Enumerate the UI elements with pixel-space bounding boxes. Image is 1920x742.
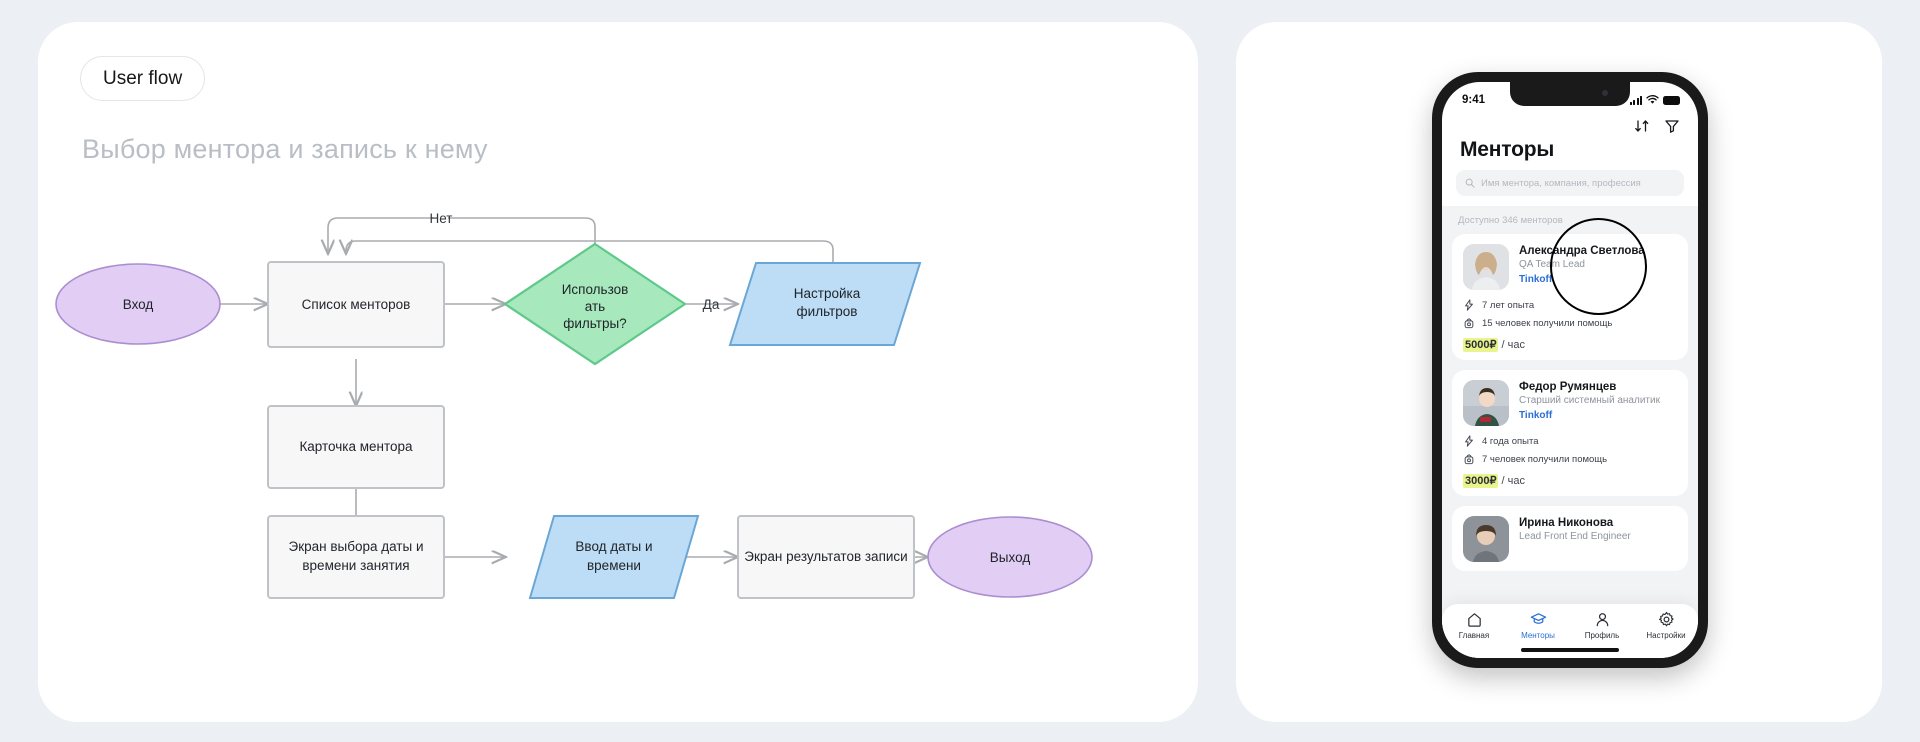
avatar xyxy=(1463,244,1509,290)
graduation-cap-icon xyxy=(1530,613,1546,624)
flow-node-filter-setup: Настройка фильтров xyxy=(728,262,922,346)
tab-home-label: Главная xyxy=(1458,631,1490,640)
lightning-icon xyxy=(1465,435,1473,447)
helped-icon xyxy=(1464,318,1474,329)
tab-home[interactable]: Главная xyxy=(1444,611,1504,640)
mentor-meta: 4 года опыта 7 человек получили помощь xyxy=(1463,435,1677,465)
tab-mentors[interactable]: Менторы xyxy=(1508,611,1568,640)
tab-settings[interactable]: Настройки xyxy=(1636,611,1696,640)
user-flow-panel: User flow Выбор ментора и запись к нему xyxy=(38,22,1198,722)
cellular-signal-icon xyxy=(1629,95,1642,105)
search-input[interactable]: Имя ментора, компания, профессия xyxy=(1456,170,1684,196)
flow-node-use-filters-line2: ать xyxy=(585,299,605,314)
cursor-highlight-ring xyxy=(1550,218,1647,315)
mentor-card-header: Ирина Никонова Lead Front End Engineer xyxy=(1463,516,1677,562)
home-indicator xyxy=(1521,648,1619,652)
home-icon xyxy=(1467,613,1481,627)
flow-node-filter-setup-line1: Настройка xyxy=(794,286,861,301)
tab-mentors-label: Менторы xyxy=(1521,631,1555,640)
status-icons xyxy=(1629,95,1680,105)
mentor-role: Lead Front End Engineer xyxy=(1519,531,1631,542)
filter-icon[interactable] xyxy=(1664,118,1680,134)
front-camera-icon xyxy=(1602,90,1608,96)
mentor-card-header: Федор Румянцев Старший системный аналити… xyxy=(1463,380,1677,426)
search-placeholder: Имя ментора, компания, профессия xyxy=(1481,177,1641,189)
tab-profile-label: Профиль xyxy=(1584,631,1620,640)
flow-node-end-label: Выход xyxy=(990,550,1031,565)
flow-node-mentor-card-label: Карточка ментора xyxy=(299,439,413,454)
mentor-helped-row: 7 человек получили помощь xyxy=(1463,453,1677,465)
flow-node-mentor-list-label: Список менторов xyxy=(302,297,411,312)
person-icon xyxy=(1596,613,1608,627)
battery-icon xyxy=(1663,95,1680,105)
user-flow-chip[interactable]: User flow xyxy=(80,56,206,101)
flow-node-filter-setup-line2: фильтров xyxy=(797,304,858,319)
mentor-helped: 7 человек получили помощь xyxy=(1482,453,1608,465)
flow-node-use-filters-line3: фильтры? xyxy=(563,316,626,331)
gear-icon xyxy=(1658,611,1674,627)
bottom-tab-bar[interactable]: Главная Менторы Профиль xyxy=(1442,604,1698,658)
mentor-experience: 4 года опыта xyxy=(1482,435,1539,447)
header-actions xyxy=(1442,112,1698,134)
mentor-experience-row: 4 года опыта xyxy=(1463,435,1677,447)
phone-screen: 9:41 Менторы xyxy=(1442,82,1698,658)
mentor-helped-row: 15 человек получили помощь xyxy=(1463,317,1677,329)
mentor-price-unit: / час xyxy=(1501,475,1526,487)
avatar xyxy=(1463,516,1509,562)
avatar xyxy=(1463,380,1509,426)
mentor-name: Ирина Никонова xyxy=(1519,517,1614,529)
phone-mockup: 9:41 Менторы xyxy=(1432,72,1708,668)
flow-node-date-screen: Экран выбора даты и времени занятия xyxy=(267,515,445,599)
mentor-experience: 7 лет опыта xyxy=(1482,299,1535,311)
status-time: 9:41 xyxy=(1462,94,1486,106)
search-icon xyxy=(1465,178,1475,188)
flowchart: Вход Список менторов Использов ать фильт… xyxy=(55,211,1093,599)
tab-settings-label: Настройки xyxy=(1646,631,1686,640)
flow-edge-label-no: Нет xyxy=(430,211,453,226)
wifi-icon xyxy=(1646,95,1659,104)
flow-title: Выбор ментора и запись к нему xyxy=(82,134,488,164)
lightning-icon xyxy=(1465,299,1473,311)
mentor-price: 3000₽ xyxy=(1463,474,1499,488)
mentor-company[interactable]: Tinkoff xyxy=(1519,274,1553,285)
flow-node-use-filters-line1: Использов xyxy=(562,282,629,297)
flow-node-mentor-list: Список менторов xyxy=(267,261,445,348)
mentor-identity: Ирина Никонова Lead Front End Engineer xyxy=(1519,516,1631,562)
mentor-identity: Федор Румянцев Старший системный аналити… xyxy=(1519,380,1660,426)
flow-node-date-screen-line1: Экран выбора даты и xyxy=(289,539,424,554)
mentor-price-row: 3000₽ / час xyxy=(1463,474,1677,488)
page-title: Менторы xyxy=(1460,138,1555,161)
mentor-name: Федор Румянцев xyxy=(1519,381,1617,393)
mentor-price-row: 5000₽ / час xyxy=(1463,338,1677,352)
mentor-card[interactable]: Ирина Никонова Lead Front End Engineer xyxy=(1452,506,1688,571)
flow-node-use-filters: Использов ать фильтры? xyxy=(503,242,687,366)
mentor-helped: 15 человек получили помощь xyxy=(1482,317,1613,329)
flow-node-result-screen-label: Экран результатов записи xyxy=(744,549,907,564)
flow-node-date-screen-line2: времени занятия xyxy=(302,558,409,573)
mentor-experience-row: 7 лет опыта xyxy=(1463,299,1677,311)
status-bar: 9:41 xyxy=(1442,82,1698,112)
flow-node-result-screen: Экран результатов записи xyxy=(737,515,915,599)
phone-notch xyxy=(1510,82,1630,106)
mentor-price-unit: / час xyxy=(1501,339,1526,351)
flow-node-date-input-line2: времени xyxy=(587,558,641,573)
mentor-card[interactable]: Федор Румянцев Старший системный аналити… xyxy=(1452,370,1688,496)
mentor-meta: 7 лет опыта 15 человек получили помощь xyxy=(1463,299,1677,329)
flow-node-start: Вход xyxy=(55,263,221,345)
flow-node-end: Выход xyxy=(927,516,1093,598)
mentor-price: 5000₽ xyxy=(1463,338,1499,352)
flow-node-date-input: Ввод даты и времени xyxy=(528,515,700,599)
available-count-label: Доступно 346 менторов xyxy=(1458,215,1563,226)
tab-profile[interactable]: Профиль xyxy=(1572,611,1632,640)
flow-node-date-input-line1: Ввод даты и xyxy=(575,539,652,554)
flow-node-mentor-card: Карточка ментора xyxy=(267,405,445,489)
helped-icon xyxy=(1464,454,1474,465)
sort-icon[interactable] xyxy=(1634,118,1650,134)
mentor-company[interactable]: Tinkoff xyxy=(1519,410,1553,421)
flow-edge-label-yes: Да xyxy=(703,297,720,312)
flow-node-start-label: Вход xyxy=(123,297,154,312)
mentor-role: Старший системный аналитик xyxy=(1519,395,1660,406)
